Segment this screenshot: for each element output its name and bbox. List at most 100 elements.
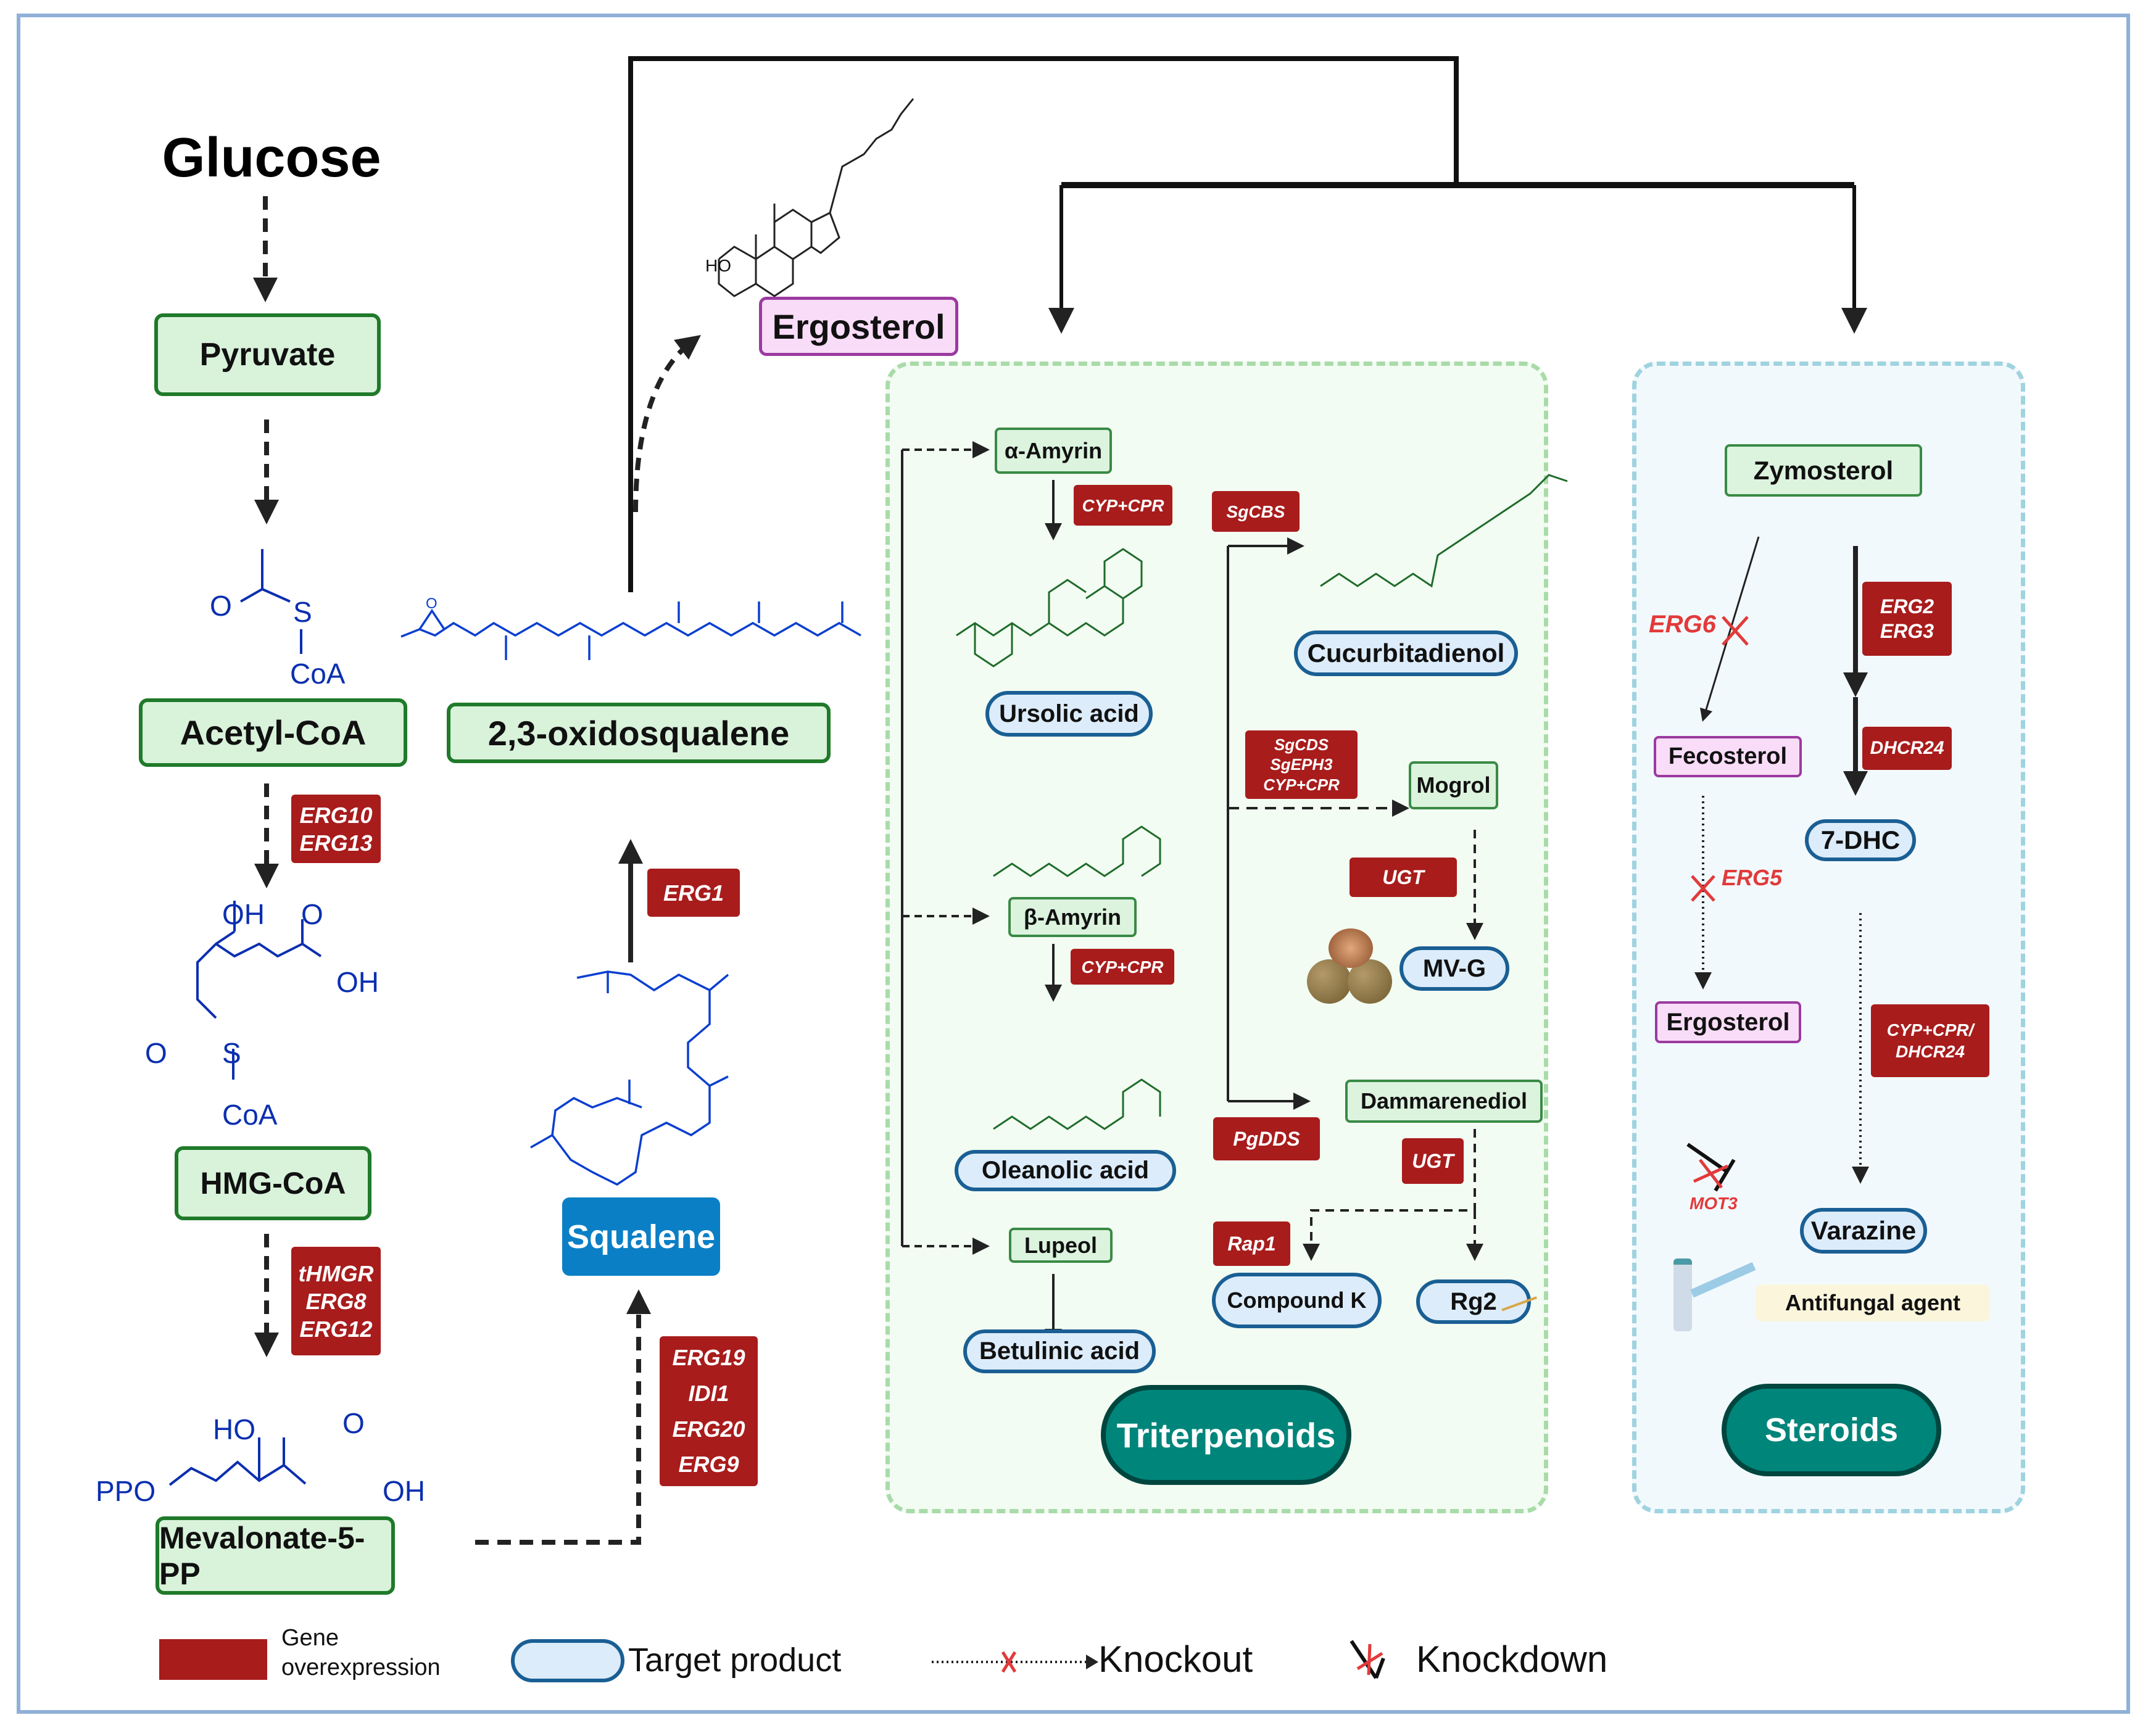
mev-oh-label: OH [383,1475,425,1507]
compound-k-pill: Compound K [1212,1273,1382,1328]
mevalonate-structure [168,1437,307,1486]
legend-target-product-label: Target product [628,1642,842,1679]
legend-gene-line1: Gene [281,1625,339,1651]
cucurbitadienol-pill: Cucurbitadienol [1294,630,1518,676]
gene-thmgr: tHMGR [298,1260,374,1286]
squalene-structure [530,970,729,1186]
gene-rap1: Rap1 [1213,1221,1290,1266]
legend-gene-overexpression-swatch [159,1639,267,1680]
7-dhc-pill: 7-DHC [1805,819,1916,861]
lupeol-box: Lupeol [1009,1228,1113,1263]
legend-knockout-icon [932,1651,1098,1673]
hmg-o2-label: O [145,1037,167,1069]
mevalonate-5pp-box: Mevalonate-5-PP [155,1516,395,1595]
gene-idi1: IDI1 [688,1380,729,1406]
mot3-knockdown-label: MOT3 [1690,1194,1738,1213]
gene-ugt-mogrol: UGT [1350,858,1457,897]
mogrol-box: Mogrol [1409,761,1498,809]
gene-beta-cyp-cpr: CYP+CPR [1071,949,1174,985]
mev-ppo-label: PPO [96,1475,156,1507]
gene-erg20: ERG20 [672,1416,745,1442]
steroids-category-badge: Steroids [1722,1384,1941,1476]
legend-knockdown-label: Knockdown [1416,1639,1608,1680]
gene-erg3: ERG3 [1880,620,1934,642]
alpha-amyrin-box: α-Amyrin [995,428,1112,474]
zymosterol-box: Zymosterol [1725,444,1922,497]
gene-sgcds: SgCDS [1274,735,1329,754]
oxido-o-label: O [426,595,437,612]
gene-mogrol-block: SgCDS SgEPH3 CYP+CPR [1245,730,1358,799]
dammarenediol-box: Dammarenediol [1345,1080,1543,1123]
gene-erg1-label: ERG1 [663,880,724,906]
fecosterol-box: Fecosterol [1654,736,1802,777]
acetyl-o-label: O [210,590,232,622]
gene-erg12: ERG12 [299,1316,373,1342]
hmg-coa-structure [196,901,322,1080]
oxidosqualene-structure [400,601,861,660]
erg5-knockout-label: ERG5 [1722,865,1783,890]
gene-sgeph3: SgEPH3 [1270,755,1333,774]
varazine-pill: Varazine [1800,1208,1927,1254]
ursolic-acid-pill: Ursolic acid [985,691,1153,737]
legend-knockdown-icon [1350,1640,1385,1679]
gene-erg10: ERG10 [299,802,373,828]
erg6-knockout-label: ERG6 [1649,611,1716,638]
mev-o-label: O [342,1407,365,1439]
pyruvate-box: Pyruvate [154,313,381,396]
gene-alpha-cyp-cpr: CYP+CPR [1074,485,1172,526]
betulinic-acid-pill: Betulinic acid [963,1329,1156,1373]
oleanolic-acid-pill: Oleanolic acid [955,1150,1176,1191]
mev-ho-label: HO [213,1413,255,1445]
hmg-s-label: S [222,1037,241,1069]
arrow-oxidosqualene-ergosterol [633,334,701,513]
hmg-coa-chem-label: CoA [222,1099,278,1131]
cucurbitane-dammarane-lines [1227,537,1483,1261]
gene-erg2: ERG2 [1880,595,1934,618]
rg2-pill: Rg2 [1416,1279,1531,1324]
gene-erg10-erg13: ERG10 ERG13 [291,795,381,863]
squalene-box: Squalene [562,1197,720,1276]
triterpene-structures [956,474,1568,1130]
hmg-coa-box: HMG-CoA [175,1146,371,1220]
ergosterol-top-box: Ergosterol [759,297,958,356]
oxidosqualene-box: 2,3-oxidosqualene [447,703,831,763]
gene-cyp-cpr-slash: CYP+CPR/ [1886,1020,1974,1040]
glucose-label: Glucose [162,127,381,189]
acetyl-coa-box: Acetyl-CoA [139,698,407,767]
knockout-cross-icons [1691,616,1749,902]
gene-erg13: ERG13 [299,830,373,856]
mvg-pill: MV-G [1399,946,1509,991]
gene-erg1: ERG1 [647,869,740,917]
triterpenoid-branch-lines [901,441,1062,1346]
hmg-oh-label: OH [222,898,265,930]
arrow-mevalonate-squalene [475,1289,651,1545]
acetyl-coa-chem-label: CoA [290,658,346,690]
gene-pgdds: PgDDS [1213,1117,1320,1160]
arrow-glucose-pyruvate [253,196,279,1357]
ergosterol-steroid-box: Ergosterol [1655,1001,1801,1043]
ergosterol-structure [718,98,914,297]
arrow-oxidosqualene-branch [628,56,1459,592]
gene-dhcr24: DHCR24 [1862,727,1952,770]
gene-erg9: ERG9 [678,1452,739,1478]
legend-gene-overexpression-label: Gene overexpression [281,1624,441,1682]
acetyl-s-label: S [293,596,312,628]
monk-fruit-image [1307,928,1406,1015]
gene-erg8: ERG8 [305,1288,367,1314]
figure-frame [17,14,2130,1714]
legend-gene-line2: overexpression [281,1654,441,1680]
antifungal-agent-label: Antifungal agent [1756,1284,1990,1321]
ergosterol-ho-label: HO [705,256,731,275]
legend-target-product-swatch [511,1639,624,1682]
gene-cyp-dhcr24: CYP+CPR/ DHCR24 [1871,1004,1989,1077]
gene-dhcr24-2: DHCR24 [1895,1042,1965,1061]
gene-erg2-erg3: ERG2 ERG3 [1862,582,1952,656]
triterpenoids-category-badge: Triterpenoids [1101,1385,1351,1485]
gene-sgcbs: SgCBS [1212,491,1300,532]
knockdown-icon-mot3 [1686,1143,1736,1192]
acetyl-coa-structure [240,549,302,654]
gene-erg19: ERG19 [672,1345,745,1371]
gene-erg19-block: ERG19 IDI1 ERG20 ERG9 [660,1336,758,1486]
gene-hmgr-block: tHMGR ERG8 ERG12 [291,1247,381,1355]
